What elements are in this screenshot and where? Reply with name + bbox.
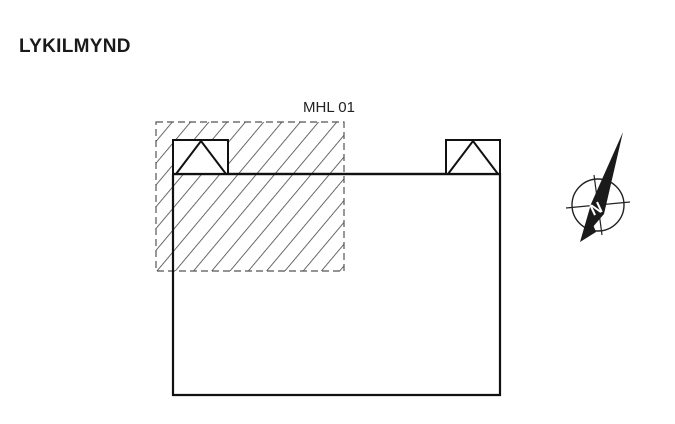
corner-marker-left-box (172, 139, 229, 175)
corner-marker-left (172, 139, 229, 175)
north-arrow-needle-tail (580, 222, 596, 242)
corner-marker-left-triangle (175, 139, 227, 175)
north-arrow-needle (580, 132, 623, 242)
page-title: LYKILMYND (19, 36, 131, 57)
compass-circle (571, 178, 625, 232)
corner-marker-right-box (445, 139, 501, 175)
hatched-area-border (155, 121, 345, 272)
corner-marker-right (445, 139, 501, 175)
north-arrow-icon: N (565, 132, 631, 242)
corner-marker-right-triangle (447, 139, 499, 175)
hatched-area-label: MHL 01 (303, 99, 355, 116)
